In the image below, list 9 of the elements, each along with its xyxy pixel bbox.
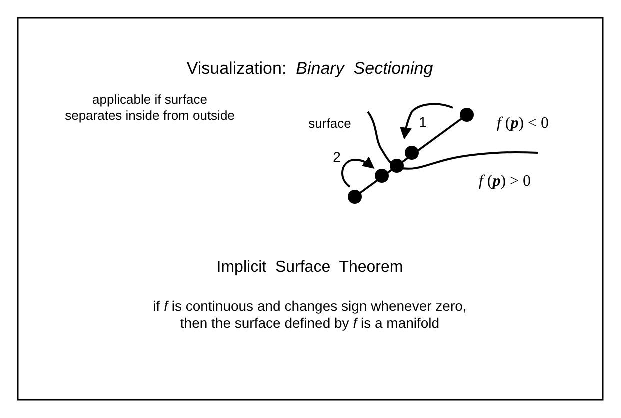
section-heading: Implicit Surface Theorem bbox=[216, 258, 404, 278]
step-number: 2 bbox=[332, 149, 342, 166]
function-label: f (p) < 0 bbox=[496, 114, 550, 134]
slide-title: Visualization: Binary Sectioning bbox=[186, 59, 434, 80]
note-text: applicable if surface separates inside from outside bbox=[65, 92, 235, 124]
surface-label: surface bbox=[308, 116, 352, 132]
step-number: 1 bbox=[418, 114, 428, 131]
function-label: f (p) > 0 bbox=[478, 172, 532, 192]
theorem-text: if f is continuous and changes sign whenever zero, then the surface defined by f is a manifold bbox=[152, 298, 468, 332]
